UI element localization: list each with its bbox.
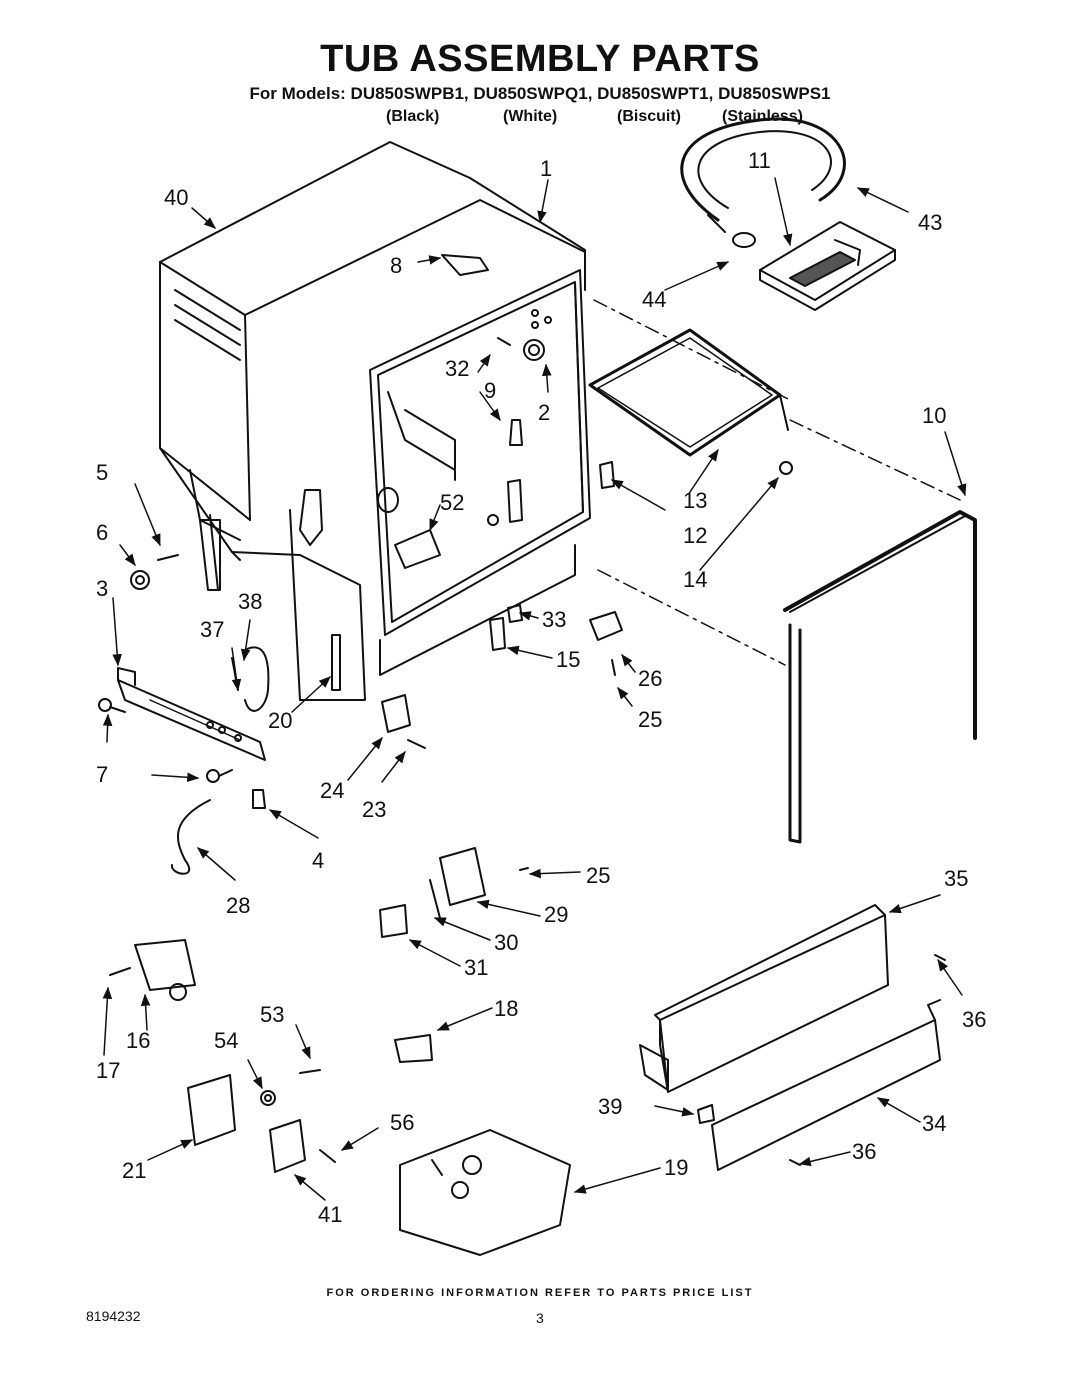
models-line: For Models: DU850SWPB1, DU850SWPQ1, DU85… (249, 84, 831, 103)
ordering-note: FOR ORDERING INFORMATION REFER TO PARTS … (326, 1287, 754, 1299)
callout-30: 30 (494, 930, 518, 955)
callout-31: 31 (464, 955, 488, 980)
variant-white: (White) (503, 108, 558, 125)
callout-2: 2 (538, 400, 550, 425)
callout-34: 34 (922, 1111, 946, 1136)
callout-39: 39 (598, 1094, 622, 1119)
callout-38: 38 (238, 589, 262, 614)
variant-black: (Black) (386, 108, 440, 125)
callout-26: 26 (638, 666, 662, 691)
exploded-parts-diagram: 1 2 3 4 5 6 7 8 9 10 11 12 13 14 15 16 1… (96, 117, 986, 1256)
tub-assembly (159, 141, 961, 701)
callout-1: 1 (540, 156, 552, 181)
callout-43: 43 (918, 210, 942, 235)
variant-stainless: (Stainless) (722, 108, 803, 125)
rail-frame (783, 510, 977, 844)
callout-19: 19 (664, 1155, 688, 1180)
callout-4: 4 (312, 848, 324, 873)
document-number: 8194232 (86, 1308, 141, 1324)
callout-9: 9 (484, 378, 496, 403)
callout-11: 11 (748, 148, 771, 173)
page-title: TUB ASSEMBLY PARTS (320, 38, 760, 80)
callout-16: 16 (126, 1028, 150, 1053)
callout-25b: 25 (586, 863, 610, 888)
callout-8: 8 (390, 253, 402, 278)
callout-17: 17 (96, 1058, 120, 1083)
callout-14: 14 (683, 567, 707, 592)
callout-28: 28 (226, 893, 250, 918)
callout-25a: 25 (638, 707, 662, 732)
callout-18: 18 (494, 996, 518, 1021)
inlet-hose-and-vent (680, 117, 896, 311)
callout-54: 54 (214, 1028, 238, 1053)
callout-10: 10 (922, 403, 946, 428)
callout-labels: 1 2 3 4 5 6 7 8 9 10 11 12 13 14 15 16 1… (96, 148, 986, 1227)
callout-5: 5 (96, 460, 108, 485)
callout-53: 53 (260, 1002, 284, 1027)
callout-36b: 36 (852, 1139, 876, 1164)
callout-44: 44 (642, 287, 666, 312)
callout-6: 6 (96, 520, 108, 545)
variant-biscuit: (Biscuit) (617, 108, 681, 125)
callout-56: 56 (390, 1110, 414, 1135)
callout-40: 40 (164, 185, 188, 210)
callout-13: 13 (683, 488, 707, 513)
callout-15: 15 (556, 647, 580, 672)
callout-52: 52 (440, 490, 464, 515)
callout-21: 21 (122, 1158, 146, 1183)
callout-29: 29 (544, 902, 568, 927)
callout-36a: 36 (962, 1007, 986, 1032)
callout-7: 7 (96, 762, 108, 787)
callout-23: 23 (362, 797, 386, 822)
page-number: 3 (536, 1310, 544, 1326)
heating-element-frame (588, 328, 793, 475)
callout-37: 37 (200, 617, 224, 642)
callout-3: 3 (96, 576, 108, 601)
leader-arrows (102, 177, 967, 1201)
callout-20: 20 (268, 708, 292, 733)
callout-12: 12 (683, 523, 707, 548)
callout-33: 33 (542, 607, 566, 632)
callout-35: 35 (944, 866, 968, 891)
callout-24: 24 (320, 778, 344, 803)
callout-41: 41 (318, 1202, 342, 1227)
callout-32: 32 (445, 356, 469, 381)
small-parts (98, 554, 946, 1256)
